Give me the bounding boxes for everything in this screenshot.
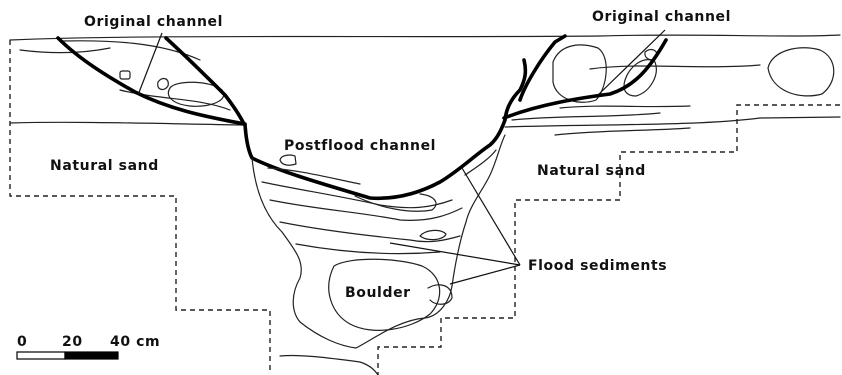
scale-tick-20: 20 [62,334,83,350]
label-original-channel-right: Original channel [592,9,731,25]
clast [280,155,296,165]
flood-sediment-lens [420,230,446,239]
label-flood-sediments: Flood sediments [528,258,667,274]
excavation-outline-right [378,105,840,375]
scale-bar-white-segment [17,352,65,359]
leader-flood-sediments-1 [462,168,520,265]
scale-bar: 0 20 40 cm [17,334,160,359]
label-postflood-channel: Postflood channel [284,138,436,154]
ground-surface-top [10,35,840,40]
leader-flood-sediments-3 [450,265,520,284]
label-original-channel-left: Original channel [84,14,223,30]
flood-sediment-outline [252,135,505,348]
flood-sediment-layer [270,200,462,220]
flood-sediment-layer [280,222,460,242]
label-natural-sand-left: Natural sand [50,158,159,174]
cobble [768,48,834,96]
lower-scour-line [280,355,378,375]
flood-sediment-layer [296,244,440,254]
scale-bar-black-segment [65,352,118,359]
sand-layer-line [555,128,690,135]
label-natural-sand-right: Natural sand [537,163,646,179]
ground-surface-lower [10,122,245,125]
right-channel-fill-line [560,106,690,108]
cobble [158,79,169,90]
cobble [553,45,606,102]
sand-layer-line [512,113,660,120]
sand-layer-line [20,48,110,53]
pebble [120,71,130,79]
ground-surface-lower-right [505,117,840,127]
leader-original-channel-left [138,33,162,95]
sand-layer-line [590,65,760,69]
scale-tick-40: 40 cm [110,334,160,350]
postflood-channel-outline [245,60,525,198]
label-boulder: Boulder [345,285,411,301]
scale-tick-0: 0 [17,334,27,350]
original-channel-left-side [166,38,244,124]
